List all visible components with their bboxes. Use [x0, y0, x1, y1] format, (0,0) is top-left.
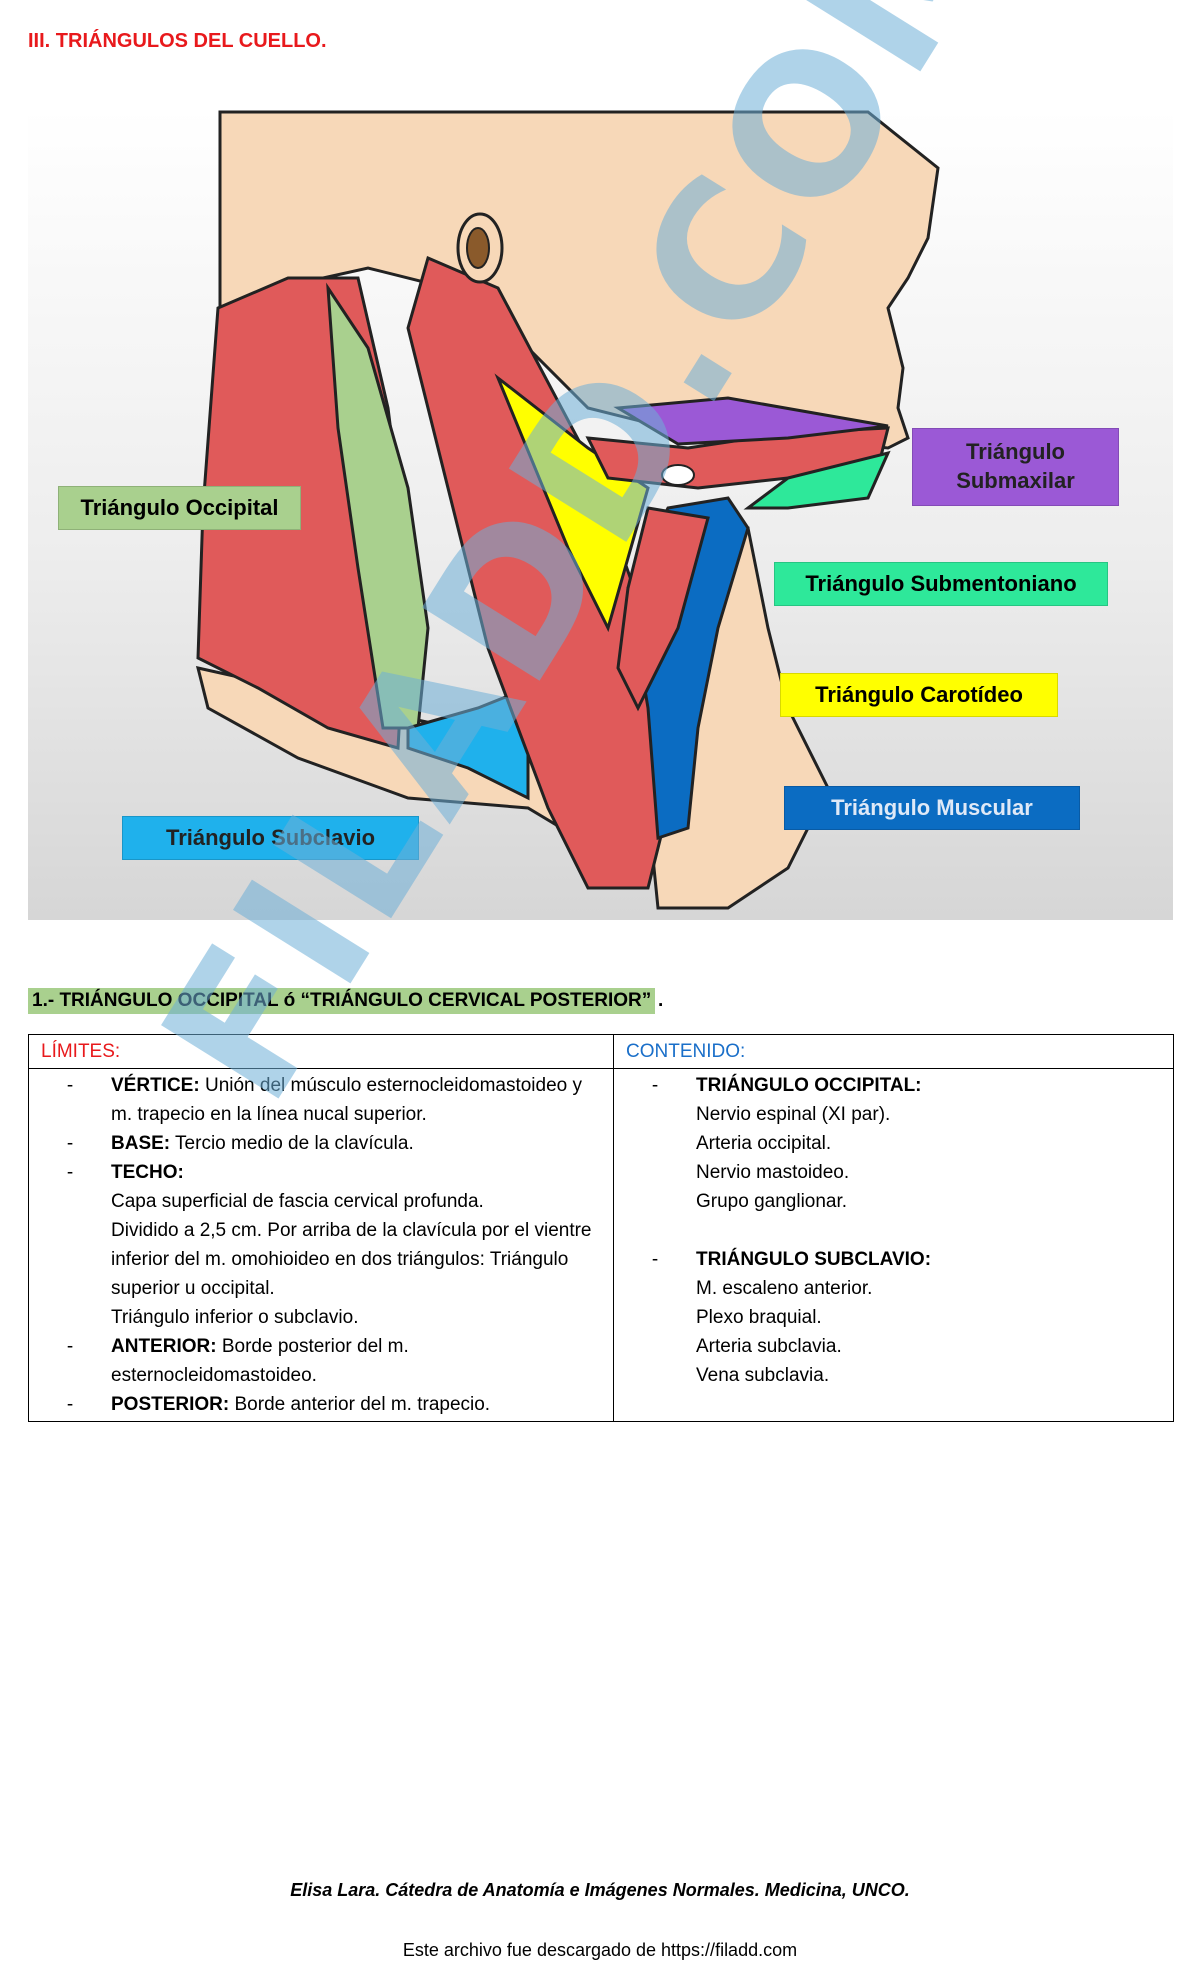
roof-line: Triángulo inferior o subclavio. [111, 1307, 359, 1328]
list-dash: - [66, 1162, 74, 1183]
limit-text: Borde posterior del m. esternocleidomast… [111, 1336, 409, 1386]
limit-text: Unión del músculo esternocleidomastoideo… [111, 1075, 583, 1125]
content-group-subclavian: - TRIÁNGULO SUBCLAVIO: M. escaleno anter… [614, 1245, 1173, 1390]
limits-cell: - VÉRTICE: Unión del músculo esternoclei… [28, 1068, 614, 1422]
content-line: M. escaleno anterior. [696, 1278, 873, 1299]
limit-text: Borde anterior del m. trapecio. [229, 1394, 491, 1415]
list-dash: - [66, 1336, 74, 1357]
content-line: Nervio espinal (XI par). [696, 1104, 891, 1125]
label-carotid-triangle: Triángulo Carotídeo [780, 673, 1058, 717]
list-dash: - [651, 1249, 659, 1270]
label-subclavian-triangle: Triángulo Subclavio [122, 816, 419, 860]
content-line: Arteria subclavia. [696, 1336, 842, 1357]
roof-line: Capa superficial de fascia cervical prof… [111, 1191, 484, 1212]
ear-canal [466, 227, 490, 269]
head-skin [218, 110, 940, 450]
limit-item-roof: - TECHO: Capa superficial de fascia cerv… [29, 1158, 613, 1332]
label-submental-triangle: Triángulo Submentoniano [774, 562, 1108, 606]
limit-item-posterior: - POSTERIOR: Borde anterior del m. trape… [29, 1390, 613, 1419]
label-submaxillary-triangle: Triángulo Submaxilar [912, 428, 1119, 506]
contents-cell: - TRIÁNGULO OCCIPITAL: Nervio espinal (X… [613, 1068, 1174, 1422]
content-line: Nervio mastoideo. [696, 1162, 850, 1183]
content-group-title: TRIÁNGULO OCCIPITAL: [696, 1075, 922, 1096]
limits-header: LÍMITES: [28, 1034, 614, 1069]
sternocleidomastoid-muscle [406, 255, 670, 890]
list-dash: - [651, 1075, 659, 1096]
omohyoid-muscle [616, 506, 710, 712]
contents-header: CONTENIDO: [613, 1034, 1174, 1069]
triangle-details-table: LÍMITES: CONTENIDO: - VÉRTICE: Unión del… [28, 1034, 1174, 1422]
page-title: III. TRIÁNGULOS DEL CUELLO. [28, 30, 327, 52]
limit-text: Tercio medio de la clavícula. [170, 1133, 414, 1154]
content-line: Vena subclavia. [696, 1365, 830, 1386]
neck-triangles-figure: Triángulo Occipital Triángulo Submaxilar… [28, 108, 1173, 920]
limit-term: POSTERIOR: [111, 1394, 230, 1415]
section-title-text: 1.- TRIÁNGULO OCCIPITAL ó “TRIÁNGULO CER… [32, 990, 652, 1011]
list-dash: - [66, 1133, 74, 1154]
section-title: 1.- TRIÁNGULO OCCIPITAL ó “TRIÁNGULO CER… [28, 988, 663, 1014]
list-dash: - [66, 1075, 74, 1096]
limit-item-vertex: - VÉRTICE: Unión del músculo esternoclei… [29, 1071, 613, 1129]
section-title-period: . [658, 990, 664, 1011]
carotid-triangle-shape [494, 373, 650, 633]
roof-line: Dividido a 2,5 cm. Por arriba de la clav… [111, 1220, 592, 1299]
limit-item-anterior: - ANTERIOR: Borde posterior del m. ester… [29, 1332, 613, 1390]
label-occipital-triangle: Triángulo Occipital [58, 486, 301, 530]
limit-item-base: - BASE: Tercio medio de la clavícula. [29, 1129, 613, 1158]
limit-term: VÉRTICE: [111, 1075, 200, 1096]
submaxillary-triangle-shape [613, 396, 889, 446]
subclavian-triangle-shape [406, 685, 530, 801]
list-dash: - [66, 1394, 74, 1415]
content-line: Grupo ganglionar. [696, 1191, 848, 1212]
label-muscular-triangle: Triángulo Muscular [784, 786, 1080, 830]
footer-credit: Elisa Lara. Cátedra de Anatomía e Imágen… [290, 1880, 910, 1900]
content-group-title: TRIÁNGULO SUBCLAVIO: [696, 1249, 932, 1270]
limit-term: BASE: [111, 1133, 171, 1154]
limit-term: TECHO: [111, 1162, 184, 1183]
submental-triangle-shape [743, 450, 891, 510]
hyoid-bone [661, 464, 695, 486]
footer-download-notice: Este archivo fue descargado de https://f… [402, 1940, 798, 1960]
neck-anatomy-illustration [28, 108, 1173, 920]
content-group-occipital: - TRIÁNGULO OCCIPITAL: Nervio espinal (X… [614, 1071, 1173, 1216]
content-line: Arteria occipital. [696, 1133, 832, 1154]
content-line: Plexo braquial. [696, 1307, 822, 1328]
limit-term: ANTERIOR: [111, 1336, 217, 1357]
